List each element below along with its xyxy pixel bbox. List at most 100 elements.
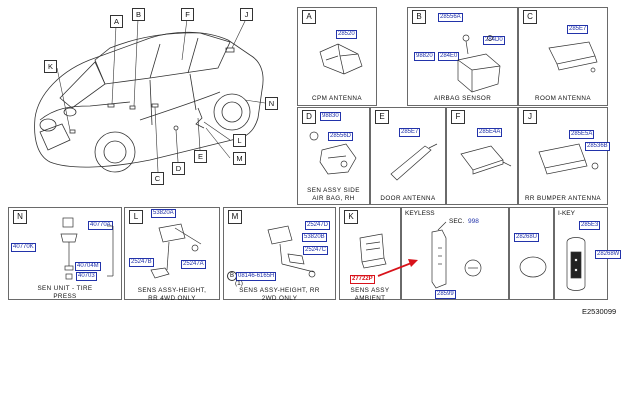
part-number[interactable]: 28268U <box>514 233 540 242</box>
car-label-c: C <box>151 172 164 185</box>
panel-n-caption-1: SEN UNIT - TIRE <box>37 285 93 292</box>
height-sensor-2wd-icon <box>267 225 316 278</box>
quantity-label: (1) <box>235 280 243 287</box>
panel-e-label: E <box>375 110 389 124</box>
keyless-fob-icon <box>431 221 482 289</box>
panel-keyless: KEYLESS SEC. 998 28599 <box>401 207 509 300</box>
part-number[interactable]: 08146-6165H <box>236 272 277 281</box>
part-number[interactable]: 28520 <box>336 30 357 39</box>
panel-e-caption: DOOR ANTENNA <box>380 195 436 202</box>
cpm-antenna-icon <box>319 43 363 75</box>
height-sensor-4wd-icon <box>150 223 202 279</box>
airbag-sensor-icon <box>457 34 501 93</box>
part-number[interactable]: 98820 <box>414 52 435 61</box>
car-label-k: K <box>44 60 57 73</box>
ambient-sensor-icon <box>359 233 387 269</box>
keyless-title: KEYLESS <box>405 210 435 217</box>
panel-b-label: B <box>412 10 426 24</box>
part-number[interactable]: 25247B <box>129 258 154 267</box>
part-number[interactable]: 285E7 <box>399 128 421 137</box>
part-number[interactable]: 285E7 <box>567 25 589 34</box>
panel-a-label: A <box>302 10 316 24</box>
part-number[interactable]: 40704M <box>75 262 101 271</box>
sec-prefix: SEC. <box>449 218 465 225</box>
part-number[interactable]: 28536B <box>585 142 610 151</box>
panel-c-caption: ROOM ANTENNA <box>535 95 591 102</box>
door-antenna-icon <box>390 143 438 181</box>
panel-k-label: K <box>344 210 358 224</box>
car-label-n: N <box>265 97 278 110</box>
panel-c-label: C <box>523 10 537 24</box>
part-number[interactable]: 40770K <box>11 243 36 252</box>
panel-j-label: J <box>523 110 537 124</box>
part-number[interactable]: 284D0 <box>483 36 505 45</box>
panel-n-caption-2: PRESS <box>53 293 77 300</box>
panel-f-label: F <box>451 110 465 124</box>
panel-f: F 285E4A <box>446 107 518 205</box>
part-number[interactable]: 25247C <box>303 246 329 255</box>
panel-m-caption-2: 2WD ONLY <box>261 295 298 302</box>
part-number[interactable]: 25247A <box>181 260 206 269</box>
panel-j-caption: RR BUMPER ANTENNA <box>524 195 602 202</box>
part-number[interactable]: 40770A <box>88 221 113 230</box>
panel-c: C 285E7 ROOM ANTENNA <box>518 7 608 106</box>
panel-l-caption-2: RR 4WD ONLY <box>148 295 196 302</box>
panel-a-caption: CPM ANTENNA <box>312 95 362 102</box>
part-number[interactable]: 98830 <box>320 112 341 121</box>
car-label-a: A <box>110 15 123 28</box>
panel-m: M 25247D 53820B 25247C B 08146-6165H (1)… <box>223 207 336 302</box>
part-number[interactable]: 285E4A <box>477 128 503 137</box>
part-number[interactable]: 28556A <box>438 13 463 22</box>
diagram-id: E2530099 <box>582 307 617 316</box>
panel-j: J 285E5A 28536B RR BUMPER ANTENNA <box>518 107 610 205</box>
part-number[interactable]: 284E0 <box>438 52 460 61</box>
car-label-e: E <box>194 150 207 163</box>
panel-k-caption-1: SENS ASSY <box>350 287 390 294</box>
panel-blank-key: 28268U <box>509 207 554 300</box>
panel-d-caption-2: AIR BAG, RH <box>312 195 355 202</box>
part-number[interactable]: 285E5A <box>569 130 595 139</box>
panel-n-label: N <box>13 210 27 224</box>
panel-b: B 28556A 284D0 284E0 98820 AIRBAG SENSOR <box>407 7 518 106</box>
part-number[interactable]: 285E3 <box>579 221 601 230</box>
car-label-d: D <box>172 162 185 175</box>
part-number[interactable]: 28556D <box>328 132 354 141</box>
panel-m-caption-1: SENS ASSY-HEIGHT, RR <box>239 287 320 294</box>
car-label-b: B <box>132 8 145 21</box>
panel-b-caption: AIRBAG SENSOR <box>433 95 492 102</box>
tire-pressure-sensor-icon <box>60 217 114 280</box>
panel-d-caption-1: SEN ASSY SIDE <box>307 187 360 194</box>
panel-k: K 27722P SENS ASSY AMBIENT <box>339 207 401 302</box>
part-number[interactable]: 53820A <box>151 209 176 218</box>
part-number[interactable]: 28599 <box>435 290 456 299</box>
room-antenna-icon <box>548 41 598 73</box>
car-label-j: J <box>240 8 253 21</box>
panel-l-label: L <box>129 210 143 224</box>
panel-l-caption-1: SENS ASSY-HEIGHT, <box>137 287 207 294</box>
car-label-f: F <box>181 8 194 21</box>
panel-m-label: M <box>228 210 242 224</box>
part-number[interactable]: 28268W <box>595 250 622 259</box>
panel-n: N 40770A 40770K 40704M 40703 SEN UNIT - … <box>8 207 122 300</box>
panel-a: A 28520 CPM ANTENNA <box>297 7 377 106</box>
side-airbag-sensor-icon <box>309 131 357 175</box>
panel-k-caption-2: AMBIENT <box>354 295 386 302</box>
car-label-l: L <box>233 134 246 147</box>
panel-l: L 53820A 25247B 25247A SENS ASSY-HEIGHT,… <box>124 207 220 302</box>
rr-bumper-antenna-icon <box>538 143 599 175</box>
blank-card-icon <box>519 256 547 278</box>
panel-e: E 285E7 DOOR ANTENNA <box>370 107 446 205</box>
intelligent-key-icon <box>566 237 586 291</box>
part-number[interactable]: 53820B <box>302 233 327 242</box>
panel-d: D 98830 28556D SEN ASSY SIDE AIR BAG, RH <box>297 107 370 205</box>
ikey-title: I-KEY <box>558 210 575 217</box>
panel-d-label: D <box>302 110 316 124</box>
panel-ikey: I-KEY 285E3 28268W <box>554 207 622 300</box>
inside-antenna-icon <box>460 145 512 175</box>
sec-number[interactable]: 998 <box>468 218 479 225</box>
part-number[interactable]: 40703 <box>76 272 97 281</box>
part-number[interactable]: 25247D <box>305 221 331 230</box>
car-label-m: M <box>233 152 246 165</box>
highlighted-part-number[interactable]: 27722P <box>350 275 375 284</box>
car-overview: A B F J K N L M E D C <box>0 0 292 200</box>
